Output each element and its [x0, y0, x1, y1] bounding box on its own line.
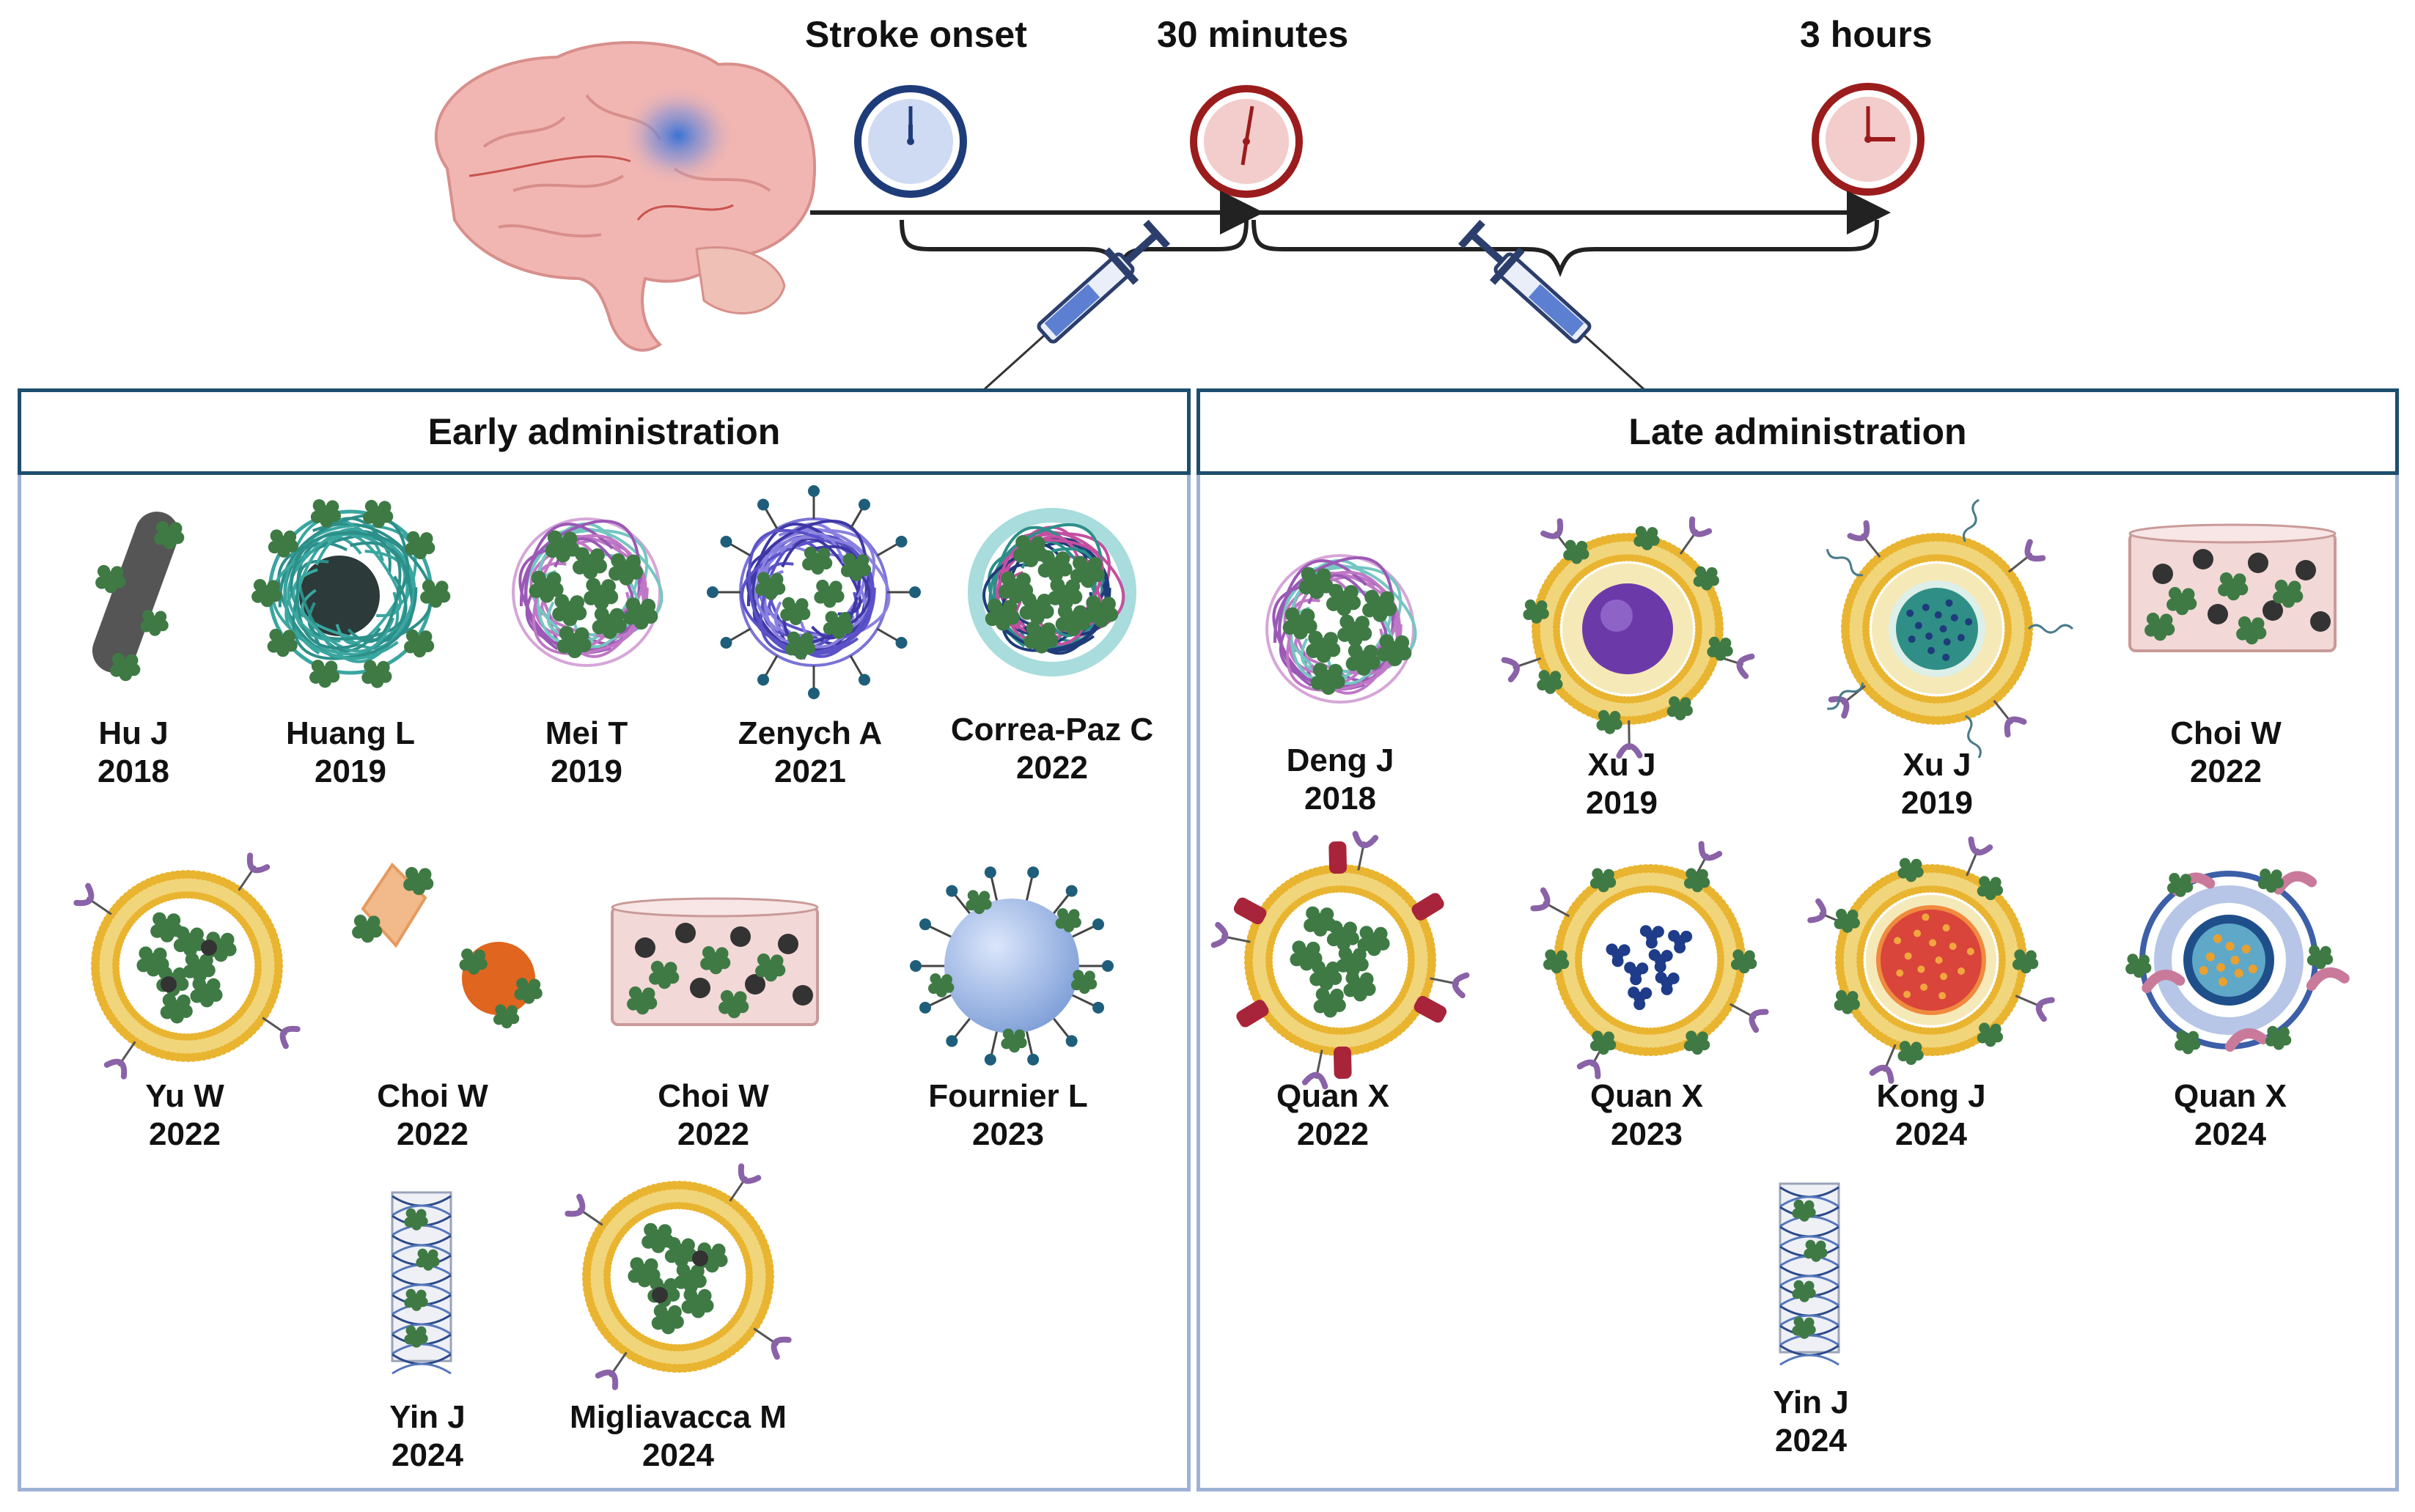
rod-nanoparticle-icon: [92, 512, 185, 682]
liposome-icon: [73, 852, 301, 1080]
blue-vesicle-icon: [2125, 869, 2350, 1055]
early-administration-heading: Early administration: [18, 388, 1191, 475]
nanoparticle-icons: [73, 485, 2350, 1390]
three-hours-clock-icon: [1812, 83, 1925, 196]
polymer-core-nanoparticle-icon: [251, 499, 451, 688]
brain-icon: [434, 40, 817, 352]
liposome-red-tags-icon: [1210, 830, 1470, 1090]
stroke-onset-label: Stroke onset: [805, 14, 1027, 55]
coated-polymer-nanoparticle-icon: [968, 508, 1136, 676]
dna-tube-icon: [1779, 1182, 1840, 1366]
thirty-minutes-label: 30 minutes: [1157, 14, 1349, 55]
microbubble-icon: [910, 866, 1114, 1066]
hydrogel-slab-icon: [611, 897, 819, 1026]
three-hours-label: 3 hours: [1800, 14, 1933, 55]
dna-tube-icon: [391, 1191, 452, 1375]
crystal-and-sphere-icon: [352, 862, 543, 1029]
late-administration-heading: Late administration: [1197, 388, 2399, 475]
decorated-polymer-nanoparticle-icon: [707, 485, 921, 699]
late-window-brace: [1251, 219, 1879, 278]
stroke-onset-clock-icon: [854, 85, 967, 198]
liposome-teal-core-icon: [1826, 498, 2074, 759]
hydrogel-slab-icon: [2128, 523, 2337, 652]
liposome-red-core-icon: [1807, 836, 2055, 1084]
liposome-icon: [565, 1163, 792, 1390]
polymer-nanoparticle-icon: [512, 517, 664, 667]
polymer-nanoparticle-icon: [1265, 554, 1417, 704]
early-syringe-icon: [973, 219, 1171, 399]
early-window-brace: [900, 219, 1249, 278]
liposome-purple-core-icon: [1501, 516, 1755, 759]
early-administration-panel: [18, 388, 1191, 1491]
liposome-blue-cargo-icon: [1530, 841, 1769, 1080]
late-administration-panel: [1197, 388, 2399, 1491]
thirty-minutes-clock-icon: [1190, 85, 1303, 198]
late-syringe-icon: [1458, 219, 1655, 399]
